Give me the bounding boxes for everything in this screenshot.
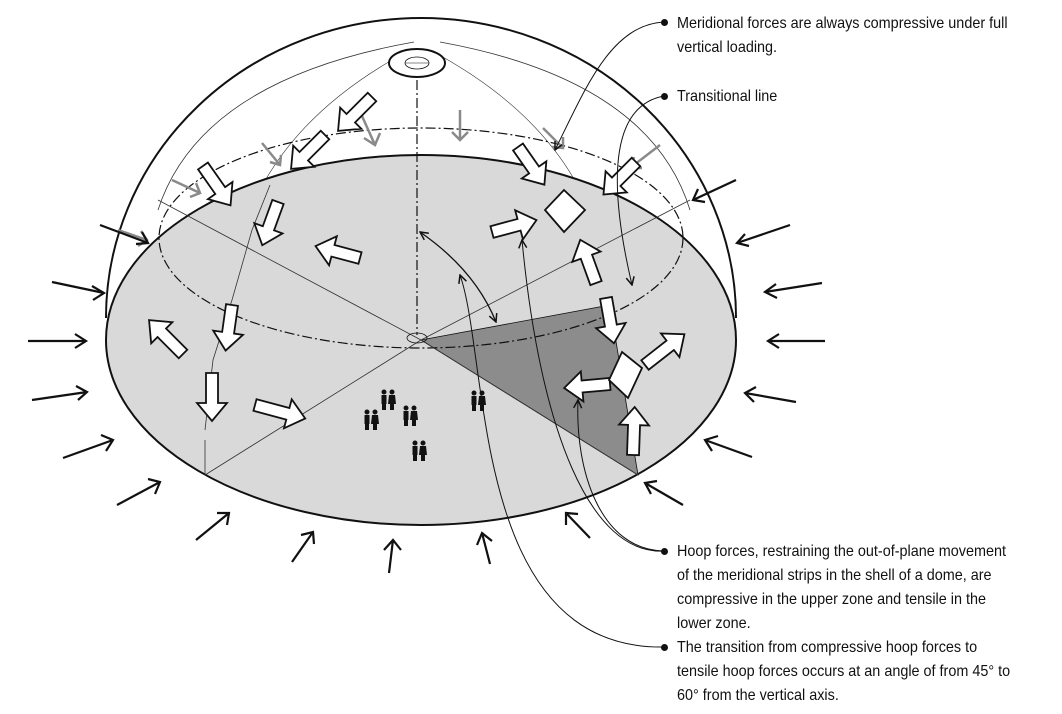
black-load-arrow [51,280,107,301]
person-pair-icon [364,409,379,430]
black-load-arrow [734,223,791,248]
leader-hoop-1 [522,240,665,552]
meridian-curve [157,41,415,211]
black-load-arrow [564,511,591,539]
leader-hoop-2 [578,400,665,552]
leader-meridional [555,21,665,150]
leader-transitional [616,95,665,285]
dome-outline [105,17,737,319]
people-figures [364,389,486,461]
callout-dot [661,19,668,26]
white-force-arrow [195,372,229,423]
white-force-arrow [252,198,285,247]
callout-dot [661,644,668,651]
callout-meridional-forces: Meridional forces are always compressive… [677,15,1008,56]
black-load-arrow [765,333,825,349]
black-load-arrow [703,434,753,459]
callout-dot [661,548,668,555]
white-force-arrow [602,156,642,196]
callout-leaders [460,21,665,648]
grey-load-arrow [171,178,202,199]
grey-load-arrow [542,127,565,150]
white-force-arrows [148,91,686,457]
white-force-arrow [617,405,651,457]
white-force-arrow [640,332,686,371]
callout-transition-angle: The transition from compressive hoop for… [677,639,1011,704]
white-force-arrow [196,161,234,207]
white-force-arrow [337,91,378,132]
white-force-arrow [562,369,612,404]
white-force-arrow [511,142,548,186]
black-load-arrow [31,385,89,402]
black-load-arrow [116,477,162,506]
white-force-arrow [594,295,628,345]
base-center [406,332,428,344]
person-pair-icon [412,440,427,461]
white-force-arrow [489,208,538,242]
white-force-arrow [314,234,363,268]
white-force-arrow [252,397,307,430]
white-force-arrow [148,319,189,360]
grey-load-arrow [261,142,283,167]
force-element-diamond [543,188,587,234]
meridian-curve [439,41,691,211]
force-element-diamond [607,350,644,400]
black-load-arrow [743,386,797,404]
black-load-arrow [28,333,89,349]
callout-hoop-forces: Hoop forces, restraining the out-of-plan… [677,543,1006,632]
black-load-arrow [195,511,231,541]
black-load-arrow [383,538,402,574]
callout-transitional-line: Transitional line [677,88,778,105]
black-load-arrow [475,531,493,565]
callout-dot [661,93,668,100]
black-load-arrow [99,223,150,246]
transitional-line [158,127,684,349]
black-load-arrow [643,479,684,506]
white-force-arrow [570,238,603,287]
grey-load-arrow [360,115,382,147]
grey-load-arrow [451,110,469,142]
white-force-arrow [290,129,331,170]
black-load-arrow [691,179,737,204]
leader-transition [460,275,665,648]
black-load-arrow [291,530,316,563]
black-load-arrow [762,281,823,299]
white-force-arrow [211,303,245,352]
person-pair-icon [403,405,418,426]
black-load-arrow [62,433,115,460]
person-pair-icon [381,389,396,410]
black-load-arrows [28,179,825,574]
